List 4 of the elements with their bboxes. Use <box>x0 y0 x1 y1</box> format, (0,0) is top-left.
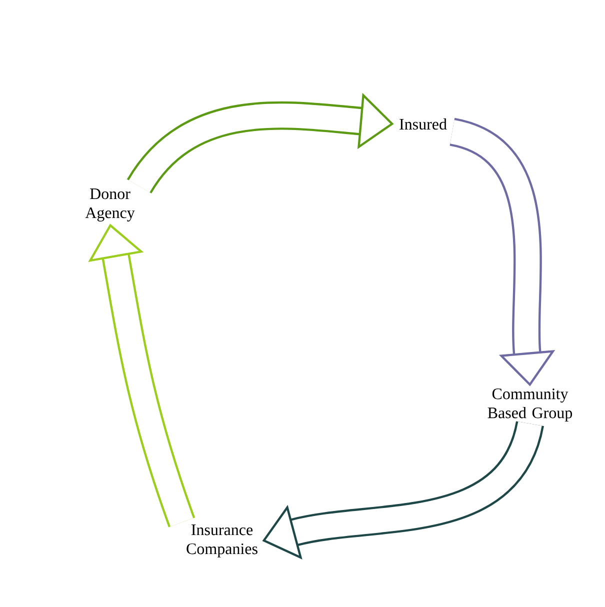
node-label: Insured <box>400 118 447 130</box>
node-label: Community Based Group <box>488 388 572 422</box>
node-label: Donor Agency <box>85 188 135 222</box>
node-label: Insurance Companies <box>186 524 258 558</box>
